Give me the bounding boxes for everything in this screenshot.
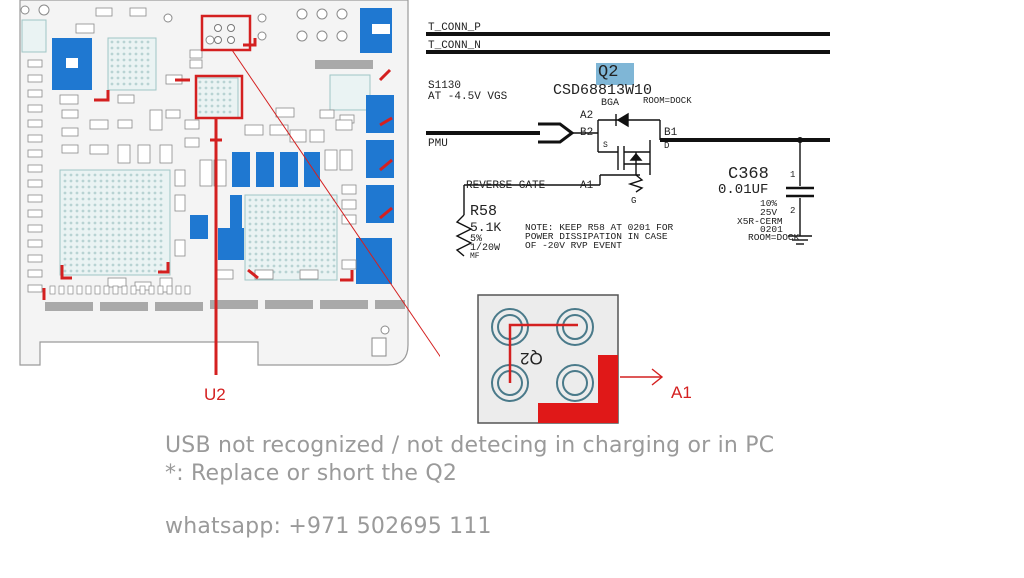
test-pads — [20, 4, 390, 335]
c368-type-label: X5R-CERM — [737, 216, 783, 227]
q2-board-balls — [214, 24, 235, 44]
q2-part-label: CSD68813W10 — [553, 82, 653, 99]
left-note-label: AT -4.5V VGS — [428, 91, 508, 103]
c368-pkg-label: 0201 — [760, 224, 783, 235]
net-label-tconn-n: T_CONN_N — [428, 40, 481, 52]
pin-a1-label: A1 — [580, 180, 594, 192]
note-line-1: NOTE: KEEP R58 AT 0201 FOR — [525, 222, 674, 233]
c368-voltage-label: 25V — [760, 207, 778, 218]
q2-room-label: ROOM=DOCK — [643, 96, 692, 106]
q2-ref-highlight — [596, 63, 634, 85]
pin-s-label: S — [603, 141, 608, 150]
c368-pin2-label: 2 — [790, 206, 796, 216]
c368-tolerance-label: 10% — [760, 198, 778, 209]
caption-contact: whatsapp: +971 502695 111 — [165, 514, 492, 539]
zoom-leader-line — [231, 49, 449, 369]
dock-bracket — [538, 122, 575, 144]
corner-grid — [21, 19, 47, 53]
u2-highlight-box — [194, 74, 244, 120]
note-line-3: OF -20V RVP EVENT — [525, 240, 622, 251]
a1-pad-highlight — [538, 355, 618, 423]
caption-line-2: *: Replace or short the Q2 — [165, 461, 458, 486]
passive-row — [49, 285, 191, 295]
c368-pin1-label: 1 — [790, 170, 796, 180]
pmu-label: PMU — [428, 138, 448, 150]
blue-component-labels — [66, 24, 390, 68]
c368-ref-label: C368 — [728, 165, 769, 184]
r58-ref-label: R58 — [470, 203, 498, 220]
r58-tolerance-label: 5% — [470, 234, 483, 245]
a1-arrow — [620, 368, 664, 386]
q2-ref-label: Q2 — [598, 63, 619, 82]
pin-b1-label: B1 — [664, 127, 678, 139]
board-edge-strips — [45, 60, 405, 311]
r58-pkg-label: MF — [470, 252, 480, 259]
pin-b2-label: B2 — [580, 127, 594, 139]
c368-symbol — [786, 140, 814, 245]
q2-chip-label: Q2 — [520, 349, 543, 368]
bga-dots-small — [110, 40, 336, 274]
q2-mosfet-symbol — [463, 112, 661, 215]
u2-label: U2 — [204, 385, 226, 404]
left-ref-label: S1130 — [428, 80, 462, 92]
junction-dot — [797, 137, 803, 143]
reverse-gate-label: REVERSE GATE — [466, 180, 546, 192]
q2-zoom-traces — [508, 323, 578, 383]
q2-highlight-box — [200, 14, 252, 52]
bga-grid-large — [59, 169, 171, 276]
q2-zoom-view — [440, 285, 680, 440]
c368-value-label: 0.01UF — [718, 182, 769, 198]
blue-components — [52, 8, 394, 284]
r58-power-label: 1/20W — [470, 243, 501, 254]
schematic-diagram — [426, 32, 830, 257]
caption-line-1: USB not recognized / not detecing in cha… — [165, 433, 775, 458]
r58-symbol — [455, 214, 473, 257]
pin-a2-label: A2 — [580, 110, 594, 122]
bga-dots-large — [63, 173, 163, 273]
pin-d-label: D — [664, 141, 670, 151]
q2-chip-body — [477, 294, 619, 424]
bottom-pad — [371, 337, 387, 357]
net-label-tconn-p: T_CONN_P — [428, 22, 481, 34]
a1-arrow-label: A1 — [671, 383, 692, 402]
note-line-2: POWER DISSIPATION IN CASE — [525, 231, 668, 242]
red-trace-highlights — [42, 38, 393, 375]
pin-g-label: G — [631, 196, 637, 206]
r58-value-label: 5.1K — [470, 220, 502, 235]
c368-room-label: ROOM=DOCK — [748, 232, 800, 243]
q2-pkg-label: BGA — [601, 98, 620, 109]
